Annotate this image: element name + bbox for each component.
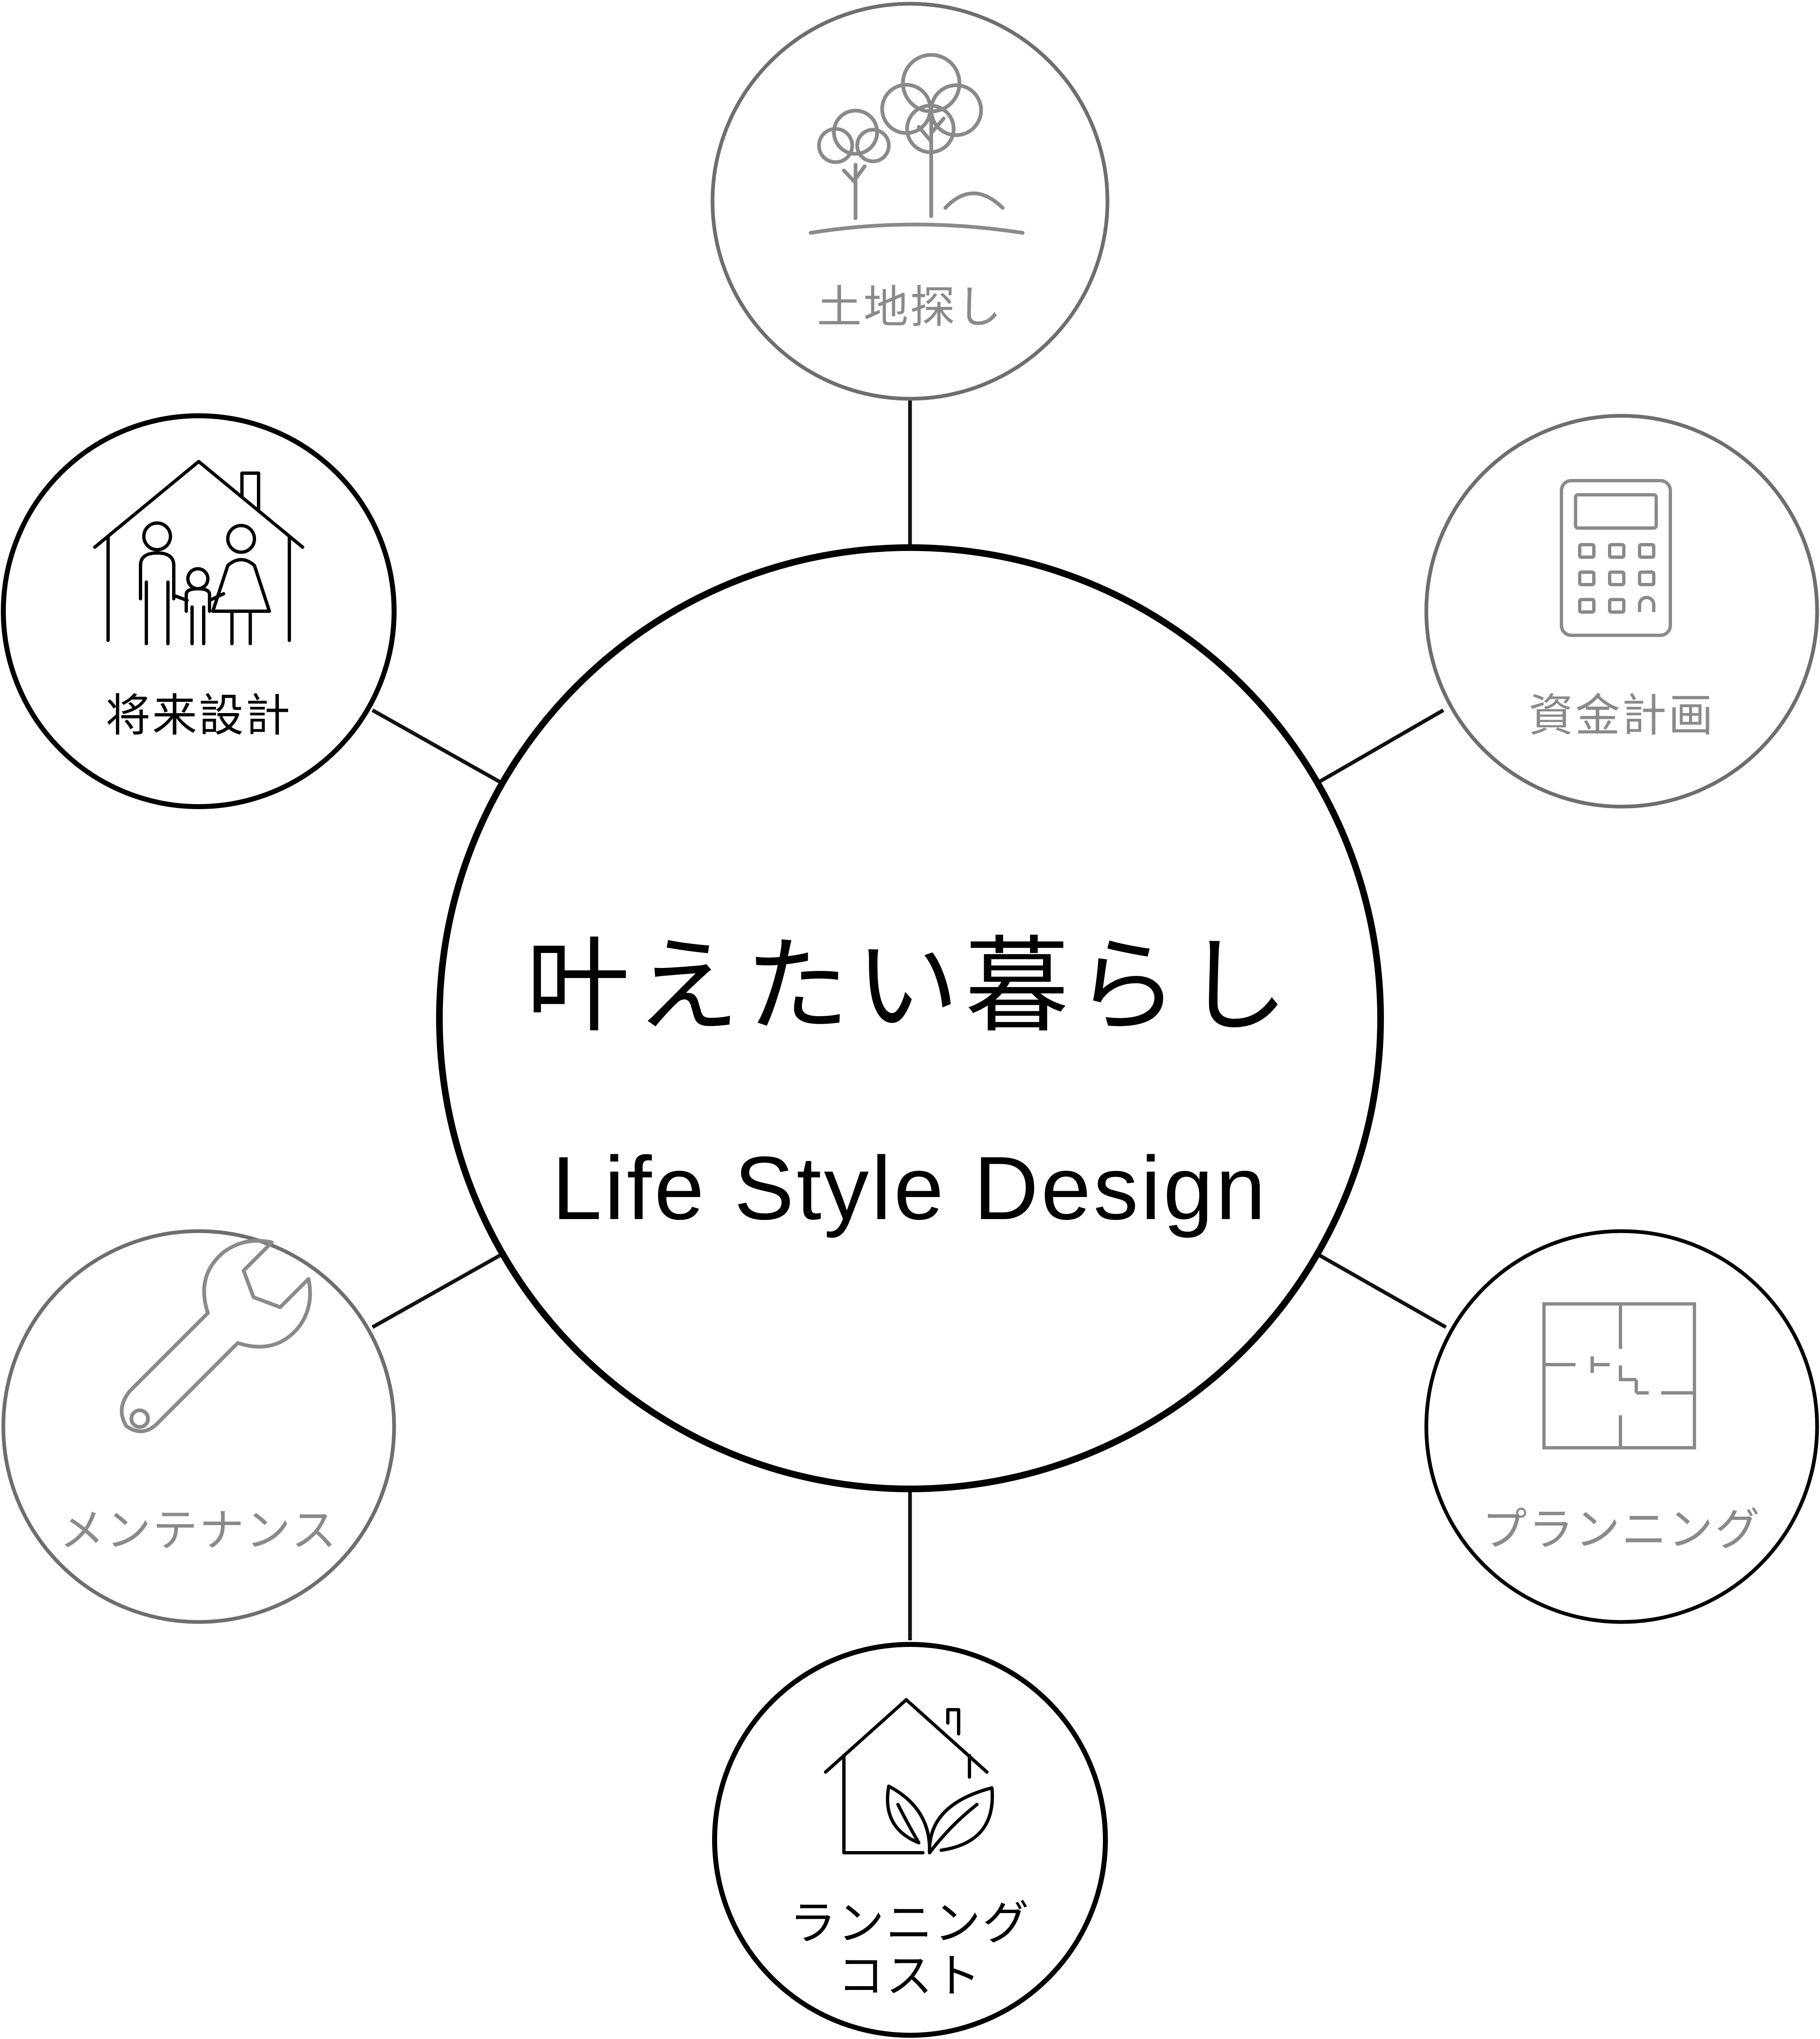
- connector-planning: [1317, 1253, 1447, 1329]
- node-land-circle: [710, 2, 1110, 401]
- node-maintenance-circle: [1, 1229, 396, 1624]
- connector-future-design: [371, 708, 502, 784]
- trees-icon: [809, 53, 1025, 235]
- connector-finance: [1318, 708, 1445, 783]
- center-subtitle: Life Style Design: [552, 1138, 1268, 1238]
- connector-maintenance: [371, 1253, 502, 1329]
- eco-house-icon: [824, 1698, 994, 1854]
- family-house-icon: [93, 460, 304, 645]
- calculator-icon: [1560, 479, 1672, 637]
- node-planning: プランニング: [1424, 1229, 1819, 1624]
- node-future-design-label: 将来設計: [106, 690, 292, 742]
- node-future-design-circle: [1, 413, 397, 809]
- node-running-cost: ランニング コスト: [712, 1642, 1108, 2038]
- center-node: 叶えたい暮らし Life Style Design: [436, 544, 1384, 1492]
- node-land-label: 土地探し: [817, 281, 1003, 333]
- floor-plan-icon: [1542, 1302, 1696, 1449]
- node-future-design: 将来設計: [1, 413, 397, 809]
- node-finance-label: 資金計画: [1529, 690, 1715, 742]
- node-running-cost-label-line2: コスト: [838, 1949, 982, 2003]
- node-finance: 資金計画: [1424, 414, 1819, 809]
- node-maintenance-label: メンテナンス: [59, 1505, 338, 1557]
- node-running-cost-label-line1: ランニング: [789, 1896, 1031, 1950]
- connectors: [371, 399, 1447, 1640]
- node-maintenance: メンテナンス: [1, 1229, 396, 1624]
- center-title: 叶えたい暮らし: [526, 926, 1294, 1047]
- node-planning-label: プランニング: [1482, 1504, 1761, 1556]
- center-circle: [436, 544, 1384, 1492]
- node-land: 土地探し: [710, 2, 1110, 401]
- wrench-icon: [120, 1239, 312, 1433]
